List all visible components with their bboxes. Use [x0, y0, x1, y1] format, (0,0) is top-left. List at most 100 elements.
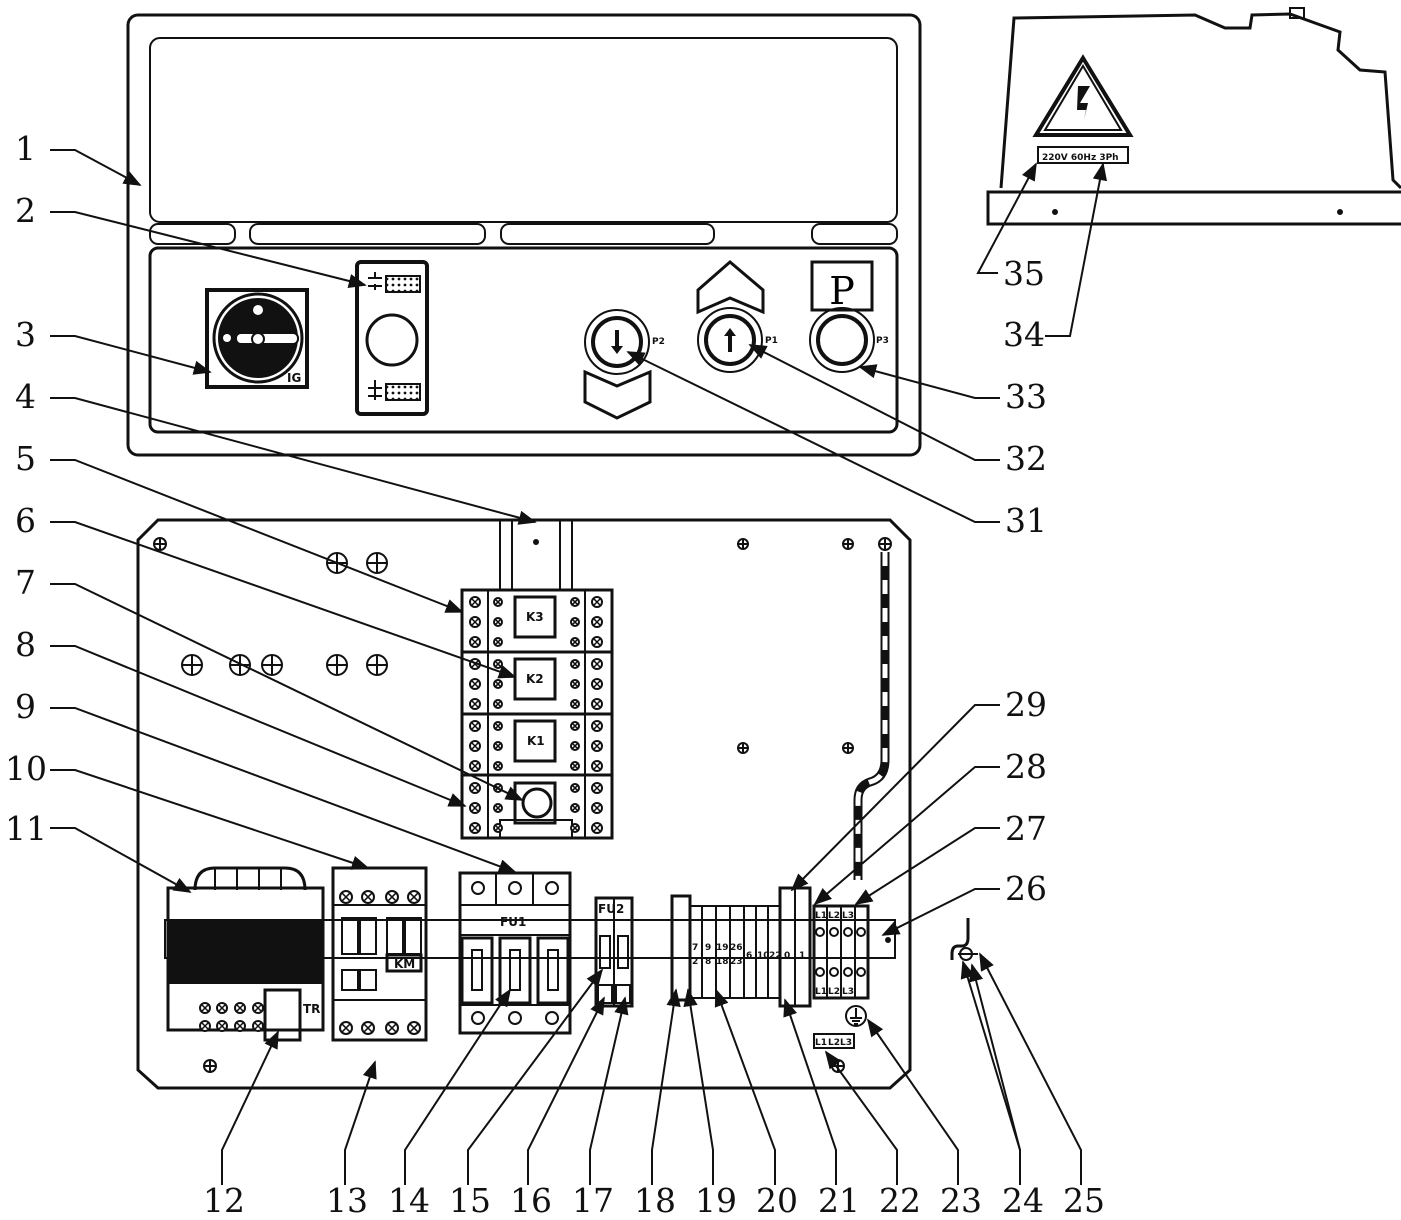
terminal-screw-slot: [363, 1023, 373, 1033]
side-view: 220V 60Hz 3Ph: [986, 7, 1401, 226]
t19: 19: [716, 943, 729, 953]
callout-23: 23: [940, 1181, 982, 1220]
terminal-screw-slot: [470, 617, 480, 627]
power-terminals: L1 L2 L3 L1 L2 L3 L1 L2 L3: [812, 904, 870, 1049]
back-plate: [136, 518, 912, 1090]
callout-15: 15: [449, 1181, 491, 1220]
callout-4: 4: [15, 377, 36, 416]
callout-5: 5: [15, 439, 36, 478]
callout-11: 11: [5, 809, 47, 848]
callouts: 1 2 3 4 5 6 7 8 9 10 11 35 34 33 32 31 2…: [5, 129, 1108, 1220]
terminal-screw-slot: [470, 597, 480, 607]
terminal-screw-slot: [494, 824, 502, 832]
terminal-screw-slot: [592, 761, 602, 771]
terminal-screw-slot: [571, 638, 579, 646]
callout-16: 16: [510, 1181, 552, 1220]
callout-1: 1: [15, 129, 36, 168]
terminal-screw-slot: [592, 721, 602, 731]
k2-label: K2: [526, 672, 544, 686]
terminal-screw-slot: [592, 637, 602, 647]
terminal-screw-slot: [571, 804, 579, 812]
t8: 8: [705, 957, 711, 967]
terminal-screw-slot: [409, 892, 419, 902]
terminal-screw-slot: [571, 700, 579, 708]
callout-17: 17: [572, 1181, 614, 1220]
callout-21: 21: [818, 1181, 860, 1220]
terminal-screw-slot: [571, 618, 579, 626]
terminal-screw-slot: [571, 824, 579, 832]
callout-10: 10: [5, 749, 47, 788]
t9: 9: [705, 943, 711, 953]
callout-29: 29: [1005, 685, 1047, 724]
terminal-screw-slot: [470, 679, 480, 689]
l3-label: L3: [840, 1038, 852, 1048]
terminal-screw-slot: [592, 679, 602, 689]
terminal-screw-slot: [217, 1021, 227, 1031]
fu2-label: FU2: [598, 902, 624, 916]
p-sign: P: [829, 269, 855, 313]
main-switch: IG: [205, 288, 309, 389]
terminal-screw-slot: [494, 680, 502, 688]
terminal-screw-slot: [235, 1021, 245, 1031]
t10: 10: [757, 951, 770, 961]
terminal-screw-slot: [571, 762, 579, 770]
l1-label: L1: [815, 1038, 827, 1048]
callout-14: 14: [388, 1181, 430, 1220]
terminal-screw-slot: [387, 1023, 397, 1033]
terminal-screw-slot: [592, 823, 602, 833]
terminal-screw-slot: [470, 803, 480, 813]
terminal-screw-slot: [494, 722, 502, 730]
transformer: TR: [166, 866, 325, 1042]
terminal-screw-slot: [571, 660, 579, 668]
voltage-plate: 220V 60Hz 3Ph: [1042, 153, 1119, 163]
down-button: P2: [583, 309, 665, 420]
t2: 2: [692, 957, 698, 967]
callout-19: 19: [695, 1181, 737, 1220]
terminal-screw-slot: [217, 1003, 227, 1013]
terminal-screw-slot: [571, 784, 579, 792]
km-label: KM: [394, 957, 415, 971]
terminal-screw-slot: [592, 741, 602, 751]
callout-6: 6: [15, 501, 36, 540]
terminal-block: 7 9 19 26 2 8 18 23 6 10 22 0 1: [670, 886, 812, 1008]
terminal-screw-slot: [571, 680, 579, 688]
terminal-screw-slot: [494, 618, 502, 626]
callout-34: 34: [1003, 315, 1045, 354]
callout-26: 26: [1005, 869, 1047, 908]
callout-31: 31: [1005, 501, 1047, 540]
terminal-screw-slot: [592, 659, 602, 669]
p3-button: P P3: [809, 260, 889, 373]
terminal-screw-slot: [494, 742, 502, 750]
callout-3: 3: [15, 315, 36, 354]
t1: 1: [799, 951, 805, 961]
fu1-label: FU1: [500, 915, 526, 929]
l2-bottom: L2: [828, 987, 840, 997]
l2-label: L2: [828, 1038, 840, 1048]
l1-top: L1: [815, 911, 827, 921]
terminal-screw-slot: [341, 892, 351, 902]
k3-label: K3: [526, 610, 544, 624]
terminal-screw-slot: [363, 892, 373, 902]
terminal-screw-slot: [253, 1021, 263, 1031]
terminal-screw-slot: [592, 597, 602, 607]
t23: 23: [730, 957, 743, 967]
terminal-screw-slot: [253, 1003, 263, 1013]
callout-7: 7: [15, 563, 36, 602]
callout-24: 24: [1002, 1181, 1044, 1220]
t0: 0: [784, 951, 790, 961]
callout-20: 20: [756, 1181, 798, 1220]
callout-12: 12: [203, 1181, 245, 1220]
terminal-screw-slot: [341, 1023, 351, 1033]
terminal-screw-slot: [387, 892, 397, 902]
callout-33: 33: [1005, 377, 1047, 416]
terminal-screw-slot: [592, 803, 602, 813]
terminal-screw-slot: [235, 1003, 245, 1013]
callout-32: 32: [1005, 439, 1047, 478]
callout-2: 2: [15, 191, 36, 230]
relay-stack: K3 K2 K1: [460, 588, 614, 840]
terminal-screw-slot: [470, 823, 480, 833]
terminal-screw-slot: [409, 1023, 419, 1033]
terminal-screw-slot: [494, 762, 502, 770]
tr-label: TR: [303, 1002, 320, 1016]
